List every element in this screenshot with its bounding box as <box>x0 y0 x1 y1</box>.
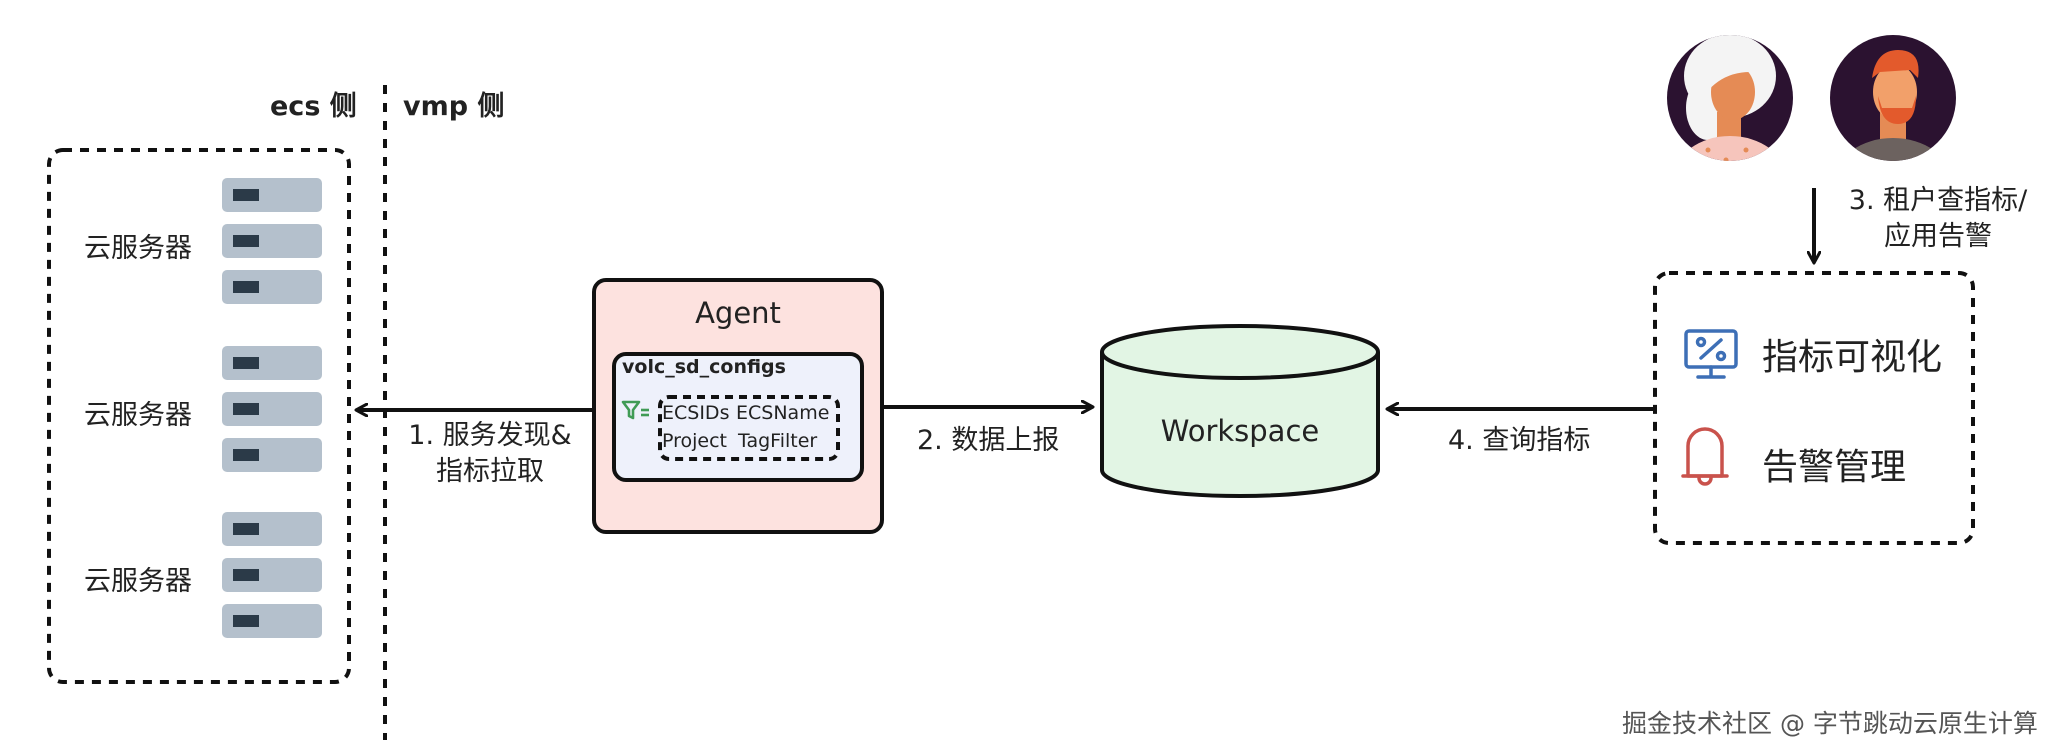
config-field: TagFilter <box>738 430 818 452</box>
config-box <box>612 352 864 482</box>
tenant-label: 3. 租户查指标/ 应用告警 <box>1836 183 2040 255</box>
server-rack-icon <box>222 346 322 472</box>
server-label: 云服务器 <box>84 400 192 431</box>
report-label: 2. 数据上报 <box>917 425 1060 456</box>
ecs-server-container <box>47 148 351 684</box>
config-field: ECSIDs <box>662 402 730 424</box>
server-rack-icon <box>222 178 322 304</box>
bell-icon <box>1681 427 1729 486</box>
discover-label: 1. 服务发现& 指标拉取 <box>392 418 588 490</box>
discover-label-line: 1. 服务发现& <box>408 420 572 451</box>
config-title: volc_sd_configs <box>622 356 786 378</box>
monitor-chart-icon <box>1684 329 1738 379</box>
tenant-label-line: 应用告警 <box>1884 221 1992 252</box>
server-rack-icon <box>222 512 322 638</box>
ecs-side-label: ecs 侧 <box>270 91 357 122</box>
feature-container <box>1653 271 1975 545</box>
tenant-label-line: 3. 租户查指标/ <box>1848 185 2028 216</box>
server-label: 云服务器 <box>84 233 192 264</box>
filter-icon <box>621 400 649 420</box>
config-field: ECSName <box>736 402 830 424</box>
server-label: 云服务器 <box>84 566 192 597</box>
config-fields-box <box>658 395 840 461</box>
woman-avatar-icon <box>1667 35 1793 161</box>
feature-visualization: 指标可视化 <box>1762 337 1943 378</box>
workspace-label: Workspace <box>1160 414 1320 448</box>
agent-title: Agent <box>695 296 781 330</box>
watermark: 掘金技术社区 @ 字节跳动云原生计算 <box>1622 709 2038 738</box>
feature-alerting: 告警管理 <box>1762 447 1907 488</box>
config-field: Project <box>662 430 728 452</box>
vmp-side-label: vmp 侧 <box>403 91 505 122</box>
discover-label-line: 指标拉取 <box>436 456 544 487</box>
workspace-cylinder <box>1100 324 1380 498</box>
query-label: 4. 查询指标 <box>1448 425 1591 456</box>
